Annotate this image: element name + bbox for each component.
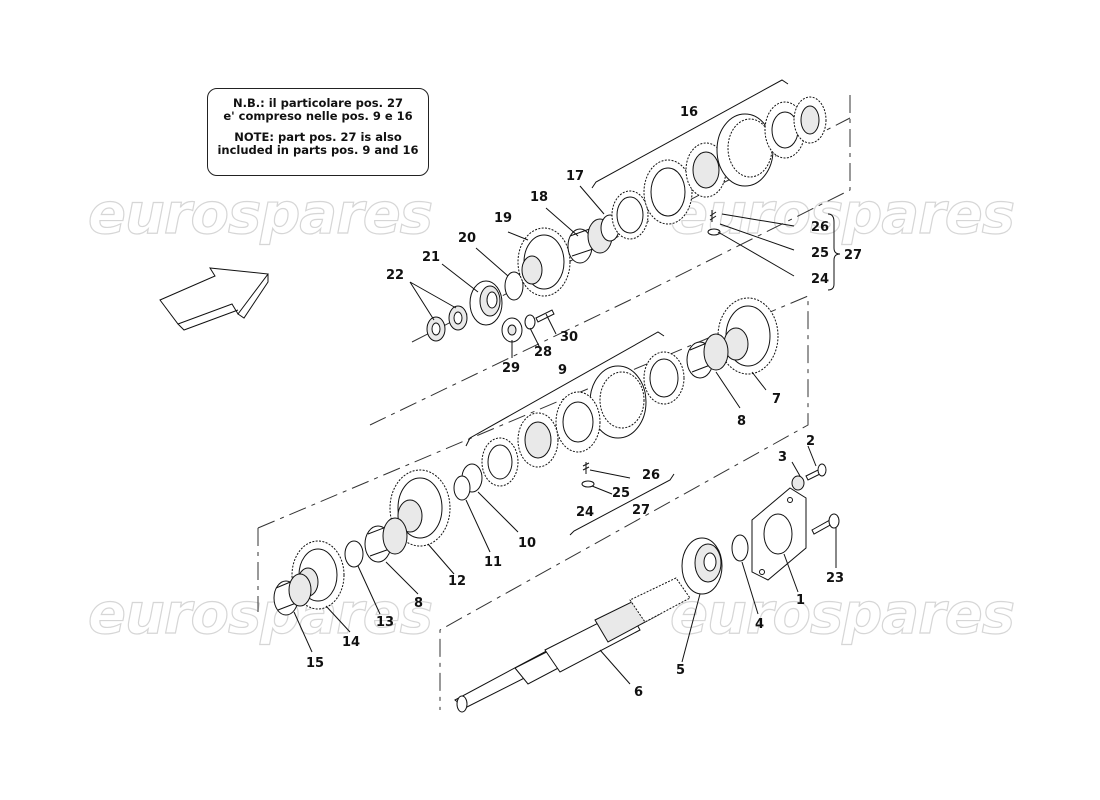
direction-arrow — [159, 267, 269, 325]
label-4: 4 — [755, 617, 764, 632]
part-4-oring — [731, 534, 749, 562]
part-16-synchro-assembly — [611, 96, 827, 240]
part-5-bearing — [681, 537, 723, 595]
label-30: 30 — [560, 330, 578, 345]
part-1-cover-plate — [751, 487, 807, 581]
part-12-gear — [389, 469, 451, 547]
label-21: 21 — [422, 250, 440, 265]
label-2: 2 — [806, 434, 815, 449]
part-19-gear — [517, 227, 571, 297]
part-9-synchro-assembly — [481, 351, 685, 488]
part-2-3-bolt-washer — [791, 463, 827, 491]
part-7-gear — [717, 297, 779, 375]
label-12: 12 — [448, 574, 466, 589]
part-23-bolt — [811, 513, 840, 535]
label-19: 19 — [494, 211, 512, 226]
label-26-lower: 26 — [642, 468, 660, 483]
note-english-line-2: included in parts pos. 9 and 16 — [217, 143, 419, 157]
label-23: 23 — [826, 571, 844, 586]
label-8-upper: 8 — [737, 414, 746, 429]
label-16: 16 — [680, 105, 698, 120]
part-22-nuts — [426, 305, 468, 342]
part-8-needle-bearing-lower — [364, 517, 408, 563]
label-3: 3 — [778, 450, 787, 465]
label-18: 18 — [530, 190, 548, 205]
label-15: 15 — [306, 656, 324, 671]
part-20-spacer — [504, 271, 524, 301]
label-8-lower: 8 — [414, 596, 423, 611]
part-11-circlip — [453, 475, 471, 501]
label-13: 13 — [376, 615, 394, 630]
label-5: 5 — [676, 663, 685, 678]
label-24-upper: 24 — [811, 272, 829, 287]
label-17: 17 — [566, 169, 584, 184]
axis-line-middle — [257, 295, 809, 710]
label-7: 7 — [772, 392, 781, 407]
note-english-line-1: NOTE: part pos. 27 is also — [234, 130, 402, 144]
label-29: 29 — [502, 361, 520, 376]
label-9: 9 — [558, 363, 567, 378]
label-25-lower: 25 — [612, 486, 630, 501]
part-13-snap-ring — [344, 540, 364, 568]
label-14: 14 — [342, 635, 360, 650]
label-26-upper: 26 — [811, 220, 829, 235]
label-28: 28 — [534, 345, 552, 360]
part-8-needle-bearing — [686, 333, 729, 379]
label-1: 1 — [796, 593, 805, 608]
label-6: 6 — [634, 685, 643, 700]
label-27-upper: 27 — [844, 248, 862, 263]
label-11: 11 — [484, 555, 502, 570]
note-italian-line-1: N.B.: il particolare pos. 27 — [233, 96, 403, 110]
part-21-bearing — [469, 280, 503, 326]
note-box: N.B.: il particolare pos. 27 e' compreso… — [207, 88, 429, 176]
label-10: 10 — [518, 536, 536, 551]
label-22: 22 — [386, 268, 404, 283]
label-24-lower: 24 — [576, 505, 594, 520]
label-25-upper: 25 — [811, 246, 829, 261]
note-italian-line-2: e' compreso nelle pos. 9 e 16 — [223, 109, 413, 123]
label-20: 20 — [458, 231, 476, 246]
part-6-main-shaft — [454, 577, 691, 713]
part-15-needle-bearing — [273, 573, 312, 616]
label-27-lower: 27 — [632, 503, 650, 518]
